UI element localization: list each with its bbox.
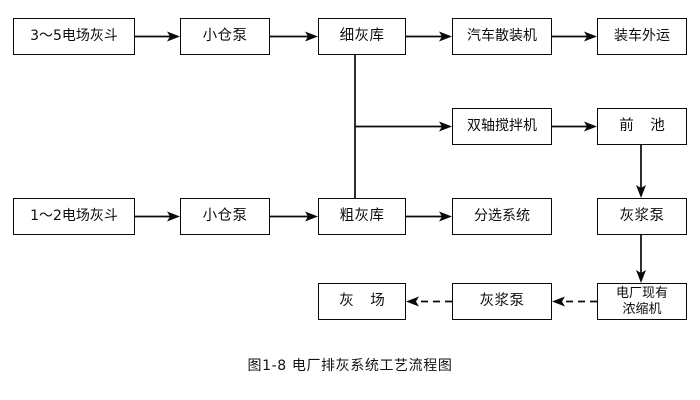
node-thickener[interactable]: 电厂现有 浓缩机 [597, 283, 687, 320]
figure-caption: 图1-8 电厂排灰系统工艺流程图 [247, 358, 453, 374]
arrowhead-right [439, 121, 452, 132]
connector-e8 [135, 211, 180, 222]
connector-e10 [406, 211, 452, 222]
node-slurry_pump1[interactable]: 灰浆泵 [597, 198, 687, 235]
arrowhead-right [439, 211, 452, 222]
connector-e3 [406, 31, 452, 42]
node-slurry_pump2[interactable]: 灰浆泵 [452, 283, 552, 320]
arrowhead-right [167, 211, 180, 222]
arrowhead-right [584, 31, 597, 42]
node-pump_top[interactable]: 小仓泵 [180, 18, 270, 55]
connector-e2 [270, 31, 318, 42]
node-esp12[interactable]: 1～2电场灰斗 [13, 198, 135, 235]
connector-e9 [270, 211, 318, 222]
node-coarse_silo[interactable]: 粗灰库 [318, 198, 406, 235]
node-truck_loader[interactable]: 汽车散装机 [452, 18, 552, 55]
arrowhead-right [584, 121, 597, 132]
connector-e13 [552, 296, 597, 307]
arrowhead-right [439, 31, 452, 42]
arrowhead-down [636, 270, 646, 283]
node-front_pool[interactable]: 前 池 [597, 108, 687, 145]
arrowhead-left [406, 296, 419, 307]
connector-e1 [135, 31, 180, 42]
connector-e6 [355, 121, 452, 132]
connector-e12 [636, 235, 646, 283]
node-truck_out[interactable]: 装车外运 [597, 18, 687, 55]
node-esp35[interactable]: 3～5电场灰斗 [13, 18, 135, 55]
node-ash_yard[interactable]: 灰 场 [318, 283, 406, 320]
arrowhead-right [305, 211, 318, 222]
node-twin_mixer[interactable]: 双轴搅拌机 [452, 108, 552, 145]
arrowhead-left [552, 296, 565, 307]
connector-e11 [636, 145, 646, 198]
node-fine_silo[interactable]: 细灰库 [318, 18, 406, 55]
connector-e14 [406, 296, 452, 307]
node-sorting_sys[interactable]: 分选系统 [452, 198, 552, 235]
connector-e7 [552, 121, 597, 132]
node-pump_bot[interactable]: 小仓泵 [180, 198, 270, 235]
arrowhead-right [305, 31, 318, 42]
arrowhead-right [167, 31, 180, 42]
connector-e4 [552, 31, 597, 42]
arrowhead-down [636, 185, 646, 198]
